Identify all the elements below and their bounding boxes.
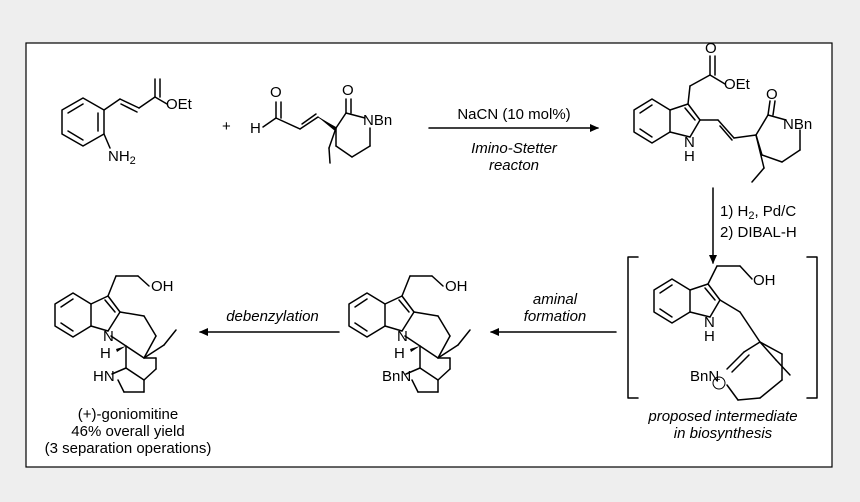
plus-sign: + — [222, 118, 231, 135]
aminal-bn-label: BnN — [382, 368, 412, 385]
step-3-line-1: aminal — [532, 291, 578, 308]
step-1-reagent: NaCN (10 mol%) — [457, 106, 571, 123]
product-1-n-label: NBn — [783, 116, 813, 133]
product-1-structure — [633, 55, 801, 183]
intermediate-caption-line-2: in biosynthesis — [673, 425, 773, 442]
step-2-line-1-pre: 1) H — [720, 203, 749, 220]
goniomitine-n-label: N — [103, 328, 114, 345]
reactant-2-structure — [262, 98, 371, 164]
reactant-2-n-label: NBn — [363, 112, 393, 129]
product-1-indole-h-label: H — [684, 148, 695, 165]
step-3-line-2: formation — [523, 308, 587, 325]
intermediate-plus-symbol: + — [714, 374, 721, 386]
step-2-line-2: 2) DIBAL-H — [720, 224, 797, 241]
reactant-1-amine-text: NH — [108, 148, 130, 165]
intermediate-structure — [627, 256, 818, 401]
goniomitine-yield: 46% overall yield — [71, 423, 185, 440]
reactant-2-lactam-o-label: O — [342, 82, 354, 99]
intermediate-bn-label: BnN — [690, 368, 720, 385]
goniomitine-name: (+)-goniomitine — [77, 406, 179, 423]
reactant-2-aldehyde-o-label: O — [270, 84, 282, 101]
goniomitine-h-label: H — [100, 345, 111, 362]
goniomitine-hn-label: HN — [93, 368, 115, 385]
step-1-label-line-2: reacton — [488, 157, 540, 174]
step-4-label: debenzylation — [226, 308, 319, 325]
goniomitine-operations: (3 separation operations) — [44, 440, 212, 457]
intermediate-oh-label: OH — [753, 272, 776, 289]
intermediate-indole-n-label: N — [704, 314, 715, 331]
aminal-structure — [348, 275, 471, 393]
goniomitine-oh-label: OH — [151, 278, 174, 295]
goniomitine-structure — [54, 275, 177, 393]
aminal-n-label: N — [397, 328, 408, 345]
reactant-1-amine-subscript: 2 — [129, 155, 136, 167]
scheme-frame — [25, 42, 833, 468]
aminal-oh-label: OH — [445, 278, 468, 295]
intermediate-caption-line-1: proposed intermediate — [648, 408, 798, 425]
reactant-2-h-label: H — [250, 120, 261, 137]
step-2-line-1-sub: 2 — [748, 210, 755, 222]
product-1-ester-label: OEt — [724, 76, 750, 93]
positive-charge-circle — [712, 376, 726, 390]
intermediate-indole-h-label: H — [704, 328, 715, 345]
step-1-label-line-1: Imino-Stetter — [471, 140, 557, 157]
product-1-lactam-o-label: O — [766, 86, 778, 103]
step-2-line-1: 1) H2, Pd/C — [720, 203, 796, 225]
reactant-1-ester-label: OEt — [166, 96, 192, 113]
reactant-1-structure — [61, 78, 168, 149]
product-1-ester-o-label: O — [705, 40, 717, 57]
product-1-indole-n-label: N — [684, 134, 695, 151]
aminal-h-label: H — [394, 345, 405, 362]
step-2-line-1-post: , Pd/C — [754, 203, 797, 220]
reactant-1-amine-label: NH2 — [108, 148, 136, 170]
